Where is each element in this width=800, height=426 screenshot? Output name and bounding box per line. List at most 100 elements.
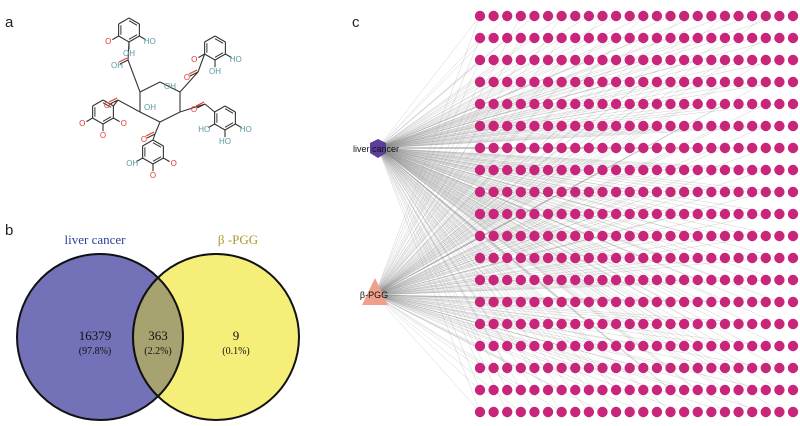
target-node xyxy=(529,142,540,154)
target-node xyxy=(706,406,717,418)
target-node xyxy=(597,76,608,88)
target-node xyxy=(556,318,567,330)
edge xyxy=(374,294,685,369)
target-node xyxy=(529,230,540,242)
target-node xyxy=(651,164,663,176)
target-node xyxy=(665,230,676,242)
target-node xyxy=(746,142,758,154)
target-node xyxy=(502,32,513,44)
target-node xyxy=(665,10,676,22)
target-node xyxy=(760,384,771,396)
target-node xyxy=(706,54,717,66)
target-node xyxy=(787,252,799,264)
target-node xyxy=(583,362,595,374)
target-node xyxy=(638,318,649,330)
edge xyxy=(374,294,521,325)
edge xyxy=(377,81,562,149)
target-node xyxy=(746,274,758,286)
edge xyxy=(377,81,644,149)
atom-label: O xyxy=(141,135,147,144)
bond xyxy=(214,123,226,131)
edge xyxy=(374,279,481,296)
target-node xyxy=(706,76,717,88)
target-node xyxy=(706,186,717,198)
edge xyxy=(374,257,521,296)
aromatic-bond xyxy=(128,34,138,40)
venn-left-only-pct: (97.8%) xyxy=(79,346,112,357)
target-node xyxy=(638,406,649,418)
bond xyxy=(152,133,156,141)
target-node xyxy=(651,384,663,396)
edge xyxy=(377,147,481,347)
target-node xyxy=(570,76,581,88)
target-node xyxy=(529,362,540,374)
target-node xyxy=(665,318,676,330)
bond xyxy=(139,35,146,41)
target-node xyxy=(610,406,622,418)
target-node xyxy=(692,10,703,22)
target-node xyxy=(542,318,554,330)
edge xyxy=(377,147,644,347)
edge xyxy=(374,125,562,296)
target-node xyxy=(529,208,540,220)
target-node xyxy=(733,54,744,66)
target-node xyxy=(733,362,744,374)
target-node xyxy=(610,164,622,176)
target-node xyxy=(515,10,527,22)
target-node xyxy=(529,340,540,352)
target-node xyxy=(570,274,581,286)
bond xyxy=(196,103,206,109)
edge xyxy=(377,147,481,303)
target-node xyxy=(719,76,731,88)
bond xyxy=(142,157,154,165)
target-node xyxy=(638,384,649,396)
venn-right-set-label: β -PGG xyxy=(218,232,258,247)
target-node xyxy=(515,142,527,154)
edge xyxy=(377,147,535,347)
target-node xyxy=(665,164,676,176)
edge xyxy=(374,294,685,347)
target-node xyxy=(746,208,758,220)
target-node xyxy=(706,98,717,110)
edge xyxy=(377,37,726,149)
target-node xyxy=(719,406,731,418)
target-node xyxy=(760,406,771,418)
panel-label-c: c xyxy=(352,14,360,31)
edge xyxy=(377,37,753,149)
target-node xyxy=(746,384,758,396)
target-node xyxy=(542,98,554,110)
target-node xyxy=(665,406,676,418)
target-node xyxy=(597,164,608,176)
target-node xyxy=(583,142,595,154)
target-node xyxy=(502,208,513,220)
target-node xyxy=(787,362,799,374)
edge xyxy=(377,147,481,281)
target-node xyxy=(719,362,731,374)
edge xyxy=(374,257,685,296)
target-node xyxy=(610,318,622,330)
edge xyxy=(374,235,562,296)
target-node xyxy=(610,296,622,308)
target-node xyxy=(787,186,799,198)
bond xyxy=(128,17,140,25)
edge xyxy=(377,125,753,149)
target-node xyxy=(692,384,703,396)
target-node xyxy=(760,340,771,352)
target-node xyxy=(760,186,771,198)
bond xyxy=(159,111,181,123)
target-node xyxy=(570,296,581,308)
target-node xyxy=(597,318,608,330)
target-node xyxy=(474,296,486,308)
target-node xyxy=(583,340,595,352)
target-node xyxy=(556,142,567,154)
target-node xyxy=(542,252,554,264)
target-node xyxy=(502,120,513,132)
target-node xyxy=(529,186,540,198)
target-node xyxy=(515,120,527,132)
target-node xyxy=(706,318,717,330)
edge xyxy=(377,81,589,149)
target-node xyxy=(678,406,690,418)
target-node xyxy=(774,32,785,44)
bond xyxy=(159,81,181,93)
target-node xyxy=(665,186,676,198)
